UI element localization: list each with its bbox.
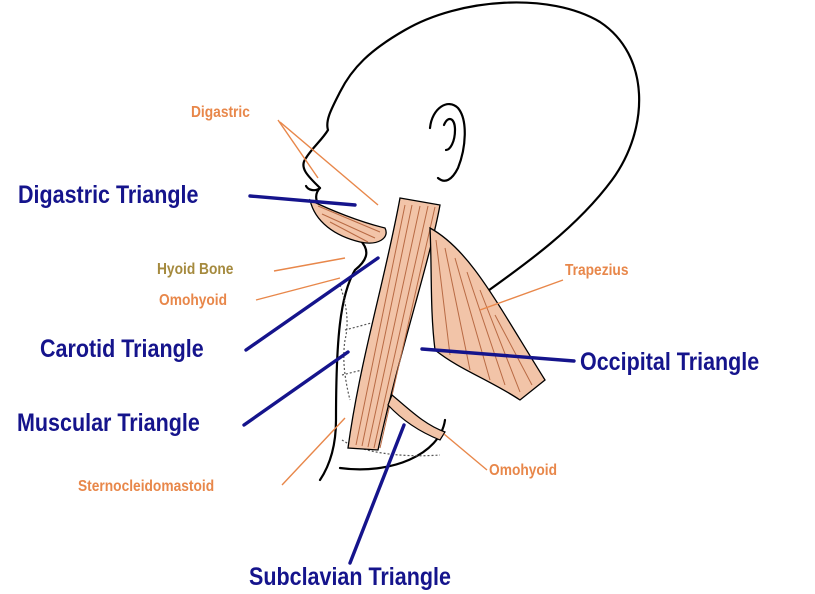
label-sternocleidomastoid: Sternocleidomastoid [78,479,214,495]
omohyoid-muscle [388,395,445,440]
label-hyoid-bone: Hyoid Bone [157,262,233,278]
label-occipital-triangle: Occipital Triangle [580,350,759,375]
label-trapezius: Trapezius [565,263,628,279]
label-muscular-triangle: Muscular Triangle [17,411,200,436]
label-digastric: Digastric [191,105,250,121]
label-omohyoid-left: Omohyoid [159,293,227,309]
label-digastric-triangle: Digastric Triangle [18,183,198,208]
digastric-muscle [310,200,386,243]
trapezius-muscle [430,228,545,400]
label-carotid-triangle: Carotid Triangle [40,337,204,362]
label-omohyoid-right: Omohyoid [489,463,557,479]
label-subclavian-triangle: Subclavian Triangle [249,565,451,590]
